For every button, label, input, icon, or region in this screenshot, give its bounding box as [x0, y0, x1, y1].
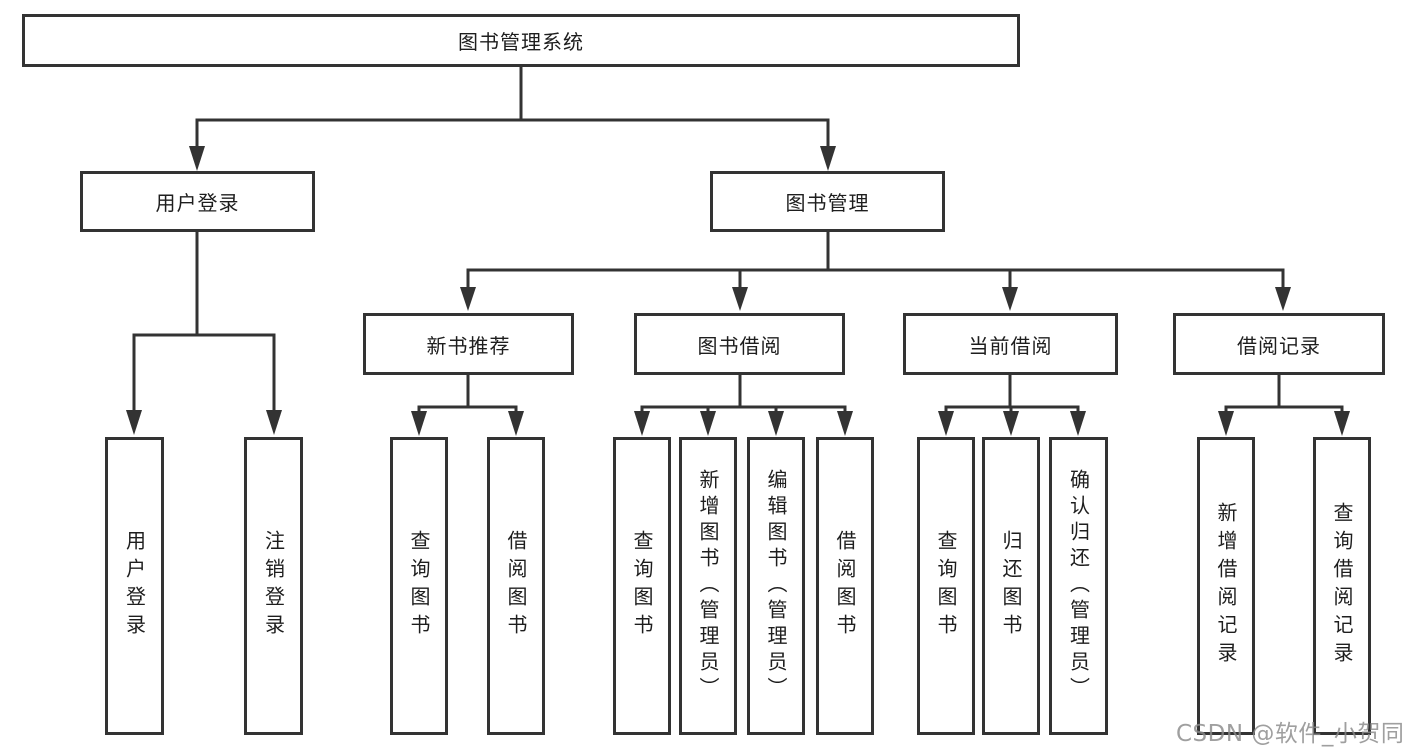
node-query-books-3: 查询图书: [917, 437, 975, 735]
node-query-books-2: 查询图书: [613, 437, 671, 735]
node-user-login-leaf: 用户登录: [105, 437, 164, 735]
node-book-borrowing: 图书借阅: [634, 313, 845, 375]
node-label: 查询借阅记录: [1330, 502, 1354, 670]
node-query-books-1: 查询图书: [390, 437, 448, 735]
node-label: 新增图书（管理员）: [696, 469, 720, 703]
node-label: 查询图书: [407, 530, 431, 642]
node-label: 用户登录: [122, 530, 147, 642]
node-query-borrow-record: 查询借阅记录: [1313, 437, 1371, 735]
node-edit-books-admin: 编辑图书（管理员）: [747, 437, 805, 735]
node-return-books: 归还图书: [982, 437, 1040, 735]
node-label: 查询图书: [630, 530, 654, 642]
node-user-login: 用户登录: [80, 171, 315, 232]
node-confirm-return-admin: 确认归还（管理员）: [1049, 437, 1108, 735]
node-add-books-admin: 新增图书（管理员）: [679, 437, 737, 735]
node-root: 图书管理系统: [22, 14, 1020, 67]
node-borrowing-records: 借阅记录: [1173, 313, 1385, 375]
node-borrow-books-1: 借阅图书: [487, 437, 545, 735]
node-add-borrow-record: 新增借阅记录: [1197, 437, 1255, 735]
node-label: 借阅图书: [833, 530, 857, 642]
node-label: 编辑图书（管理员）: [764, 469, 788, 703]
node-label: 借阅图书: [504, 530, 528, 642]
node-label: 新增借阅记录: [1214, 502, 1238, 670]
node-current-borrowing: 当前借阅: [903, 313, 1118, 375]
node-logout: 注销登录: [244, 437, 303, 735]
node-label: 确认归还（管理员）: [1066, 469, 1091, 703]
node-new-book-recommend: 新书推荐: [363, 313, 574, 375]
node-borrow-books-2: 借阅图书: [816, 437, 874, 735]
node-book-management: 图书管理: [710, 171, 945, 232]
node-label: 注销登录: [261, 530, 286, 642]
watermark-text: CSDN @软件_小贺同学: [1176, 721, 1405, 747]
node-label: 查询图书: [934, 530, 958, 642]
node-label: 归还图书: [999, 530, 1023, 642]
